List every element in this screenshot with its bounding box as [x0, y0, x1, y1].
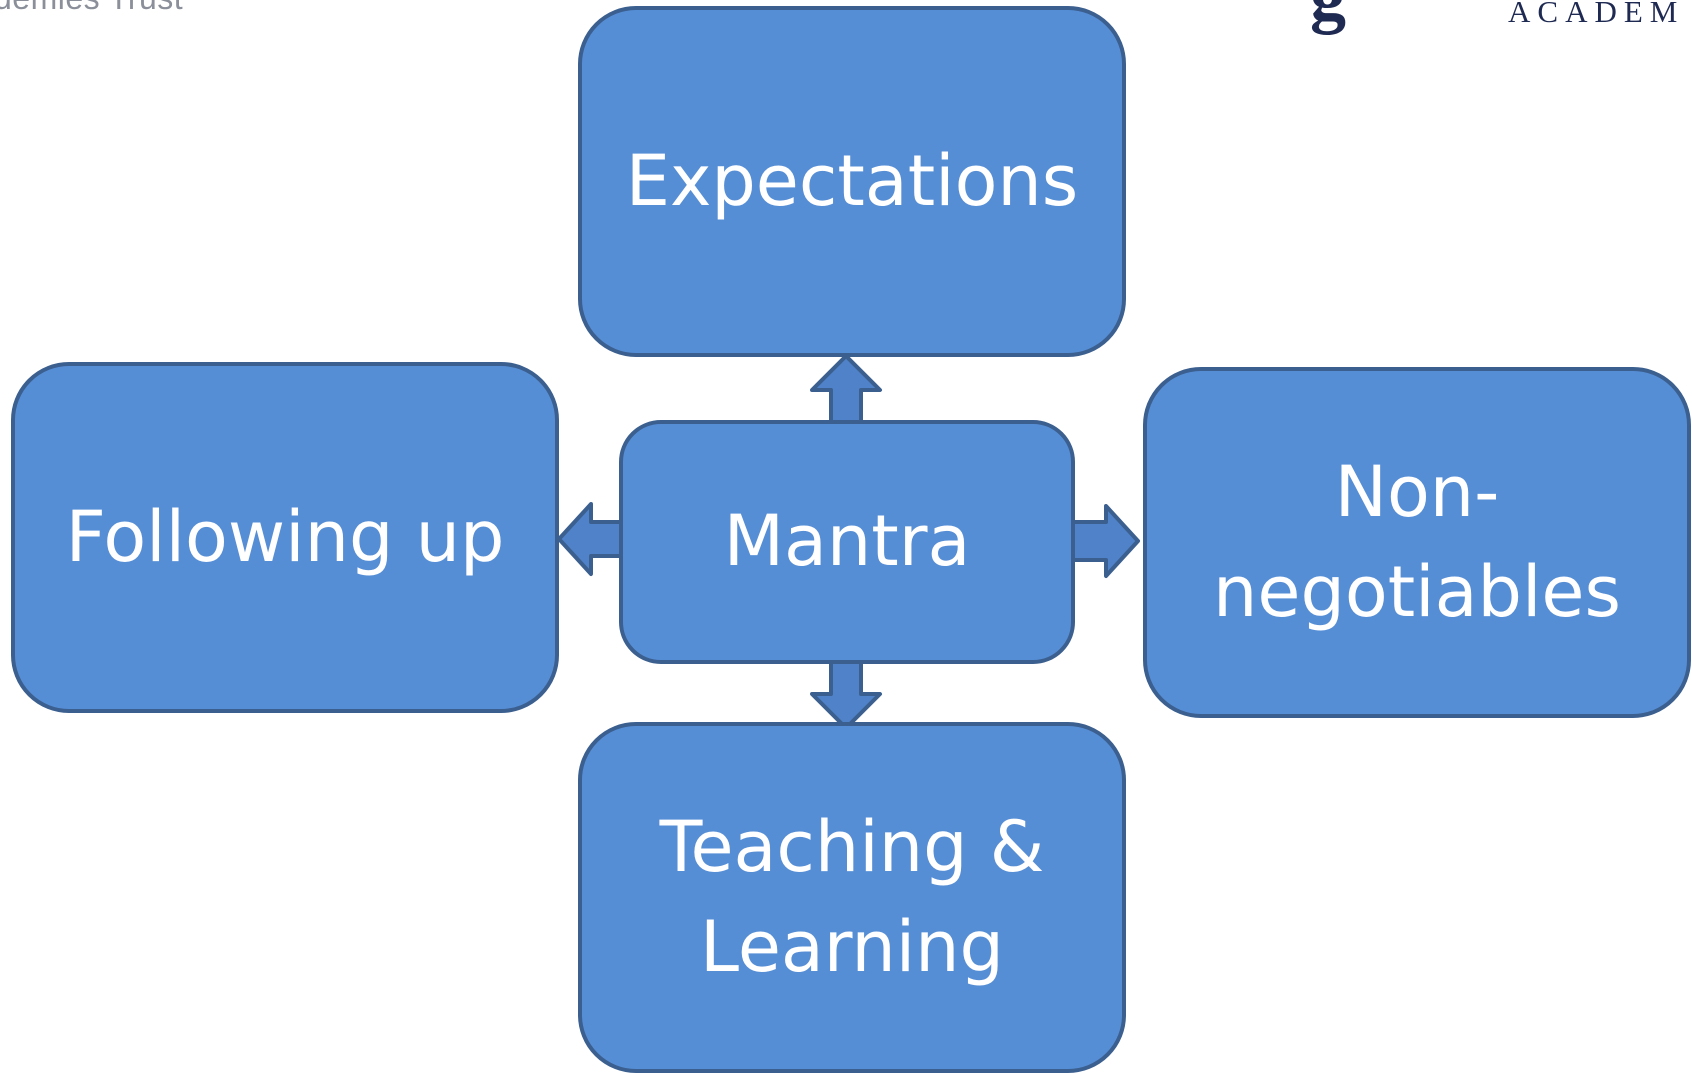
expectations-box: Expectations	[578, 6, 1126, 357]
following-up-label: Following up	[65, 495, 505, 578]
arrow-up	[810, 354, 882, 424]
non-negotiables-box: Non-negotiables	[1143, 367, 1691, 718]
mantra-label: Mantra	[723, 500, 971, 583]
arrow-down	[810, 660, 882, 730]
teaching-learning-box: Teaching & Learning	[578, 722, 1126, 1073]
non-negotiables-label: Non-negotiables	[1213, 451, 1621, 633]
academy-name-text: ACADEM	[1508, 0, 1685, 29]
trust-name-text: demies Trust	[0, 0, 183, 17]
following-up-box: Following up	[11, 362, 559, 713]
mantra-box: Mantra	[619, 420, 1075, 664]
arrow-left	[557, 502, 623, 576]
expectations-label: Expectations	[625, 139, 1079, 222]
teaching-learning-label: Teaching & Learning	[659, 806, 1045, 988]
academy-logo: g	[1310, 0, 1346, 37]
arrow-right	[1071, 504, 1140, 578]
